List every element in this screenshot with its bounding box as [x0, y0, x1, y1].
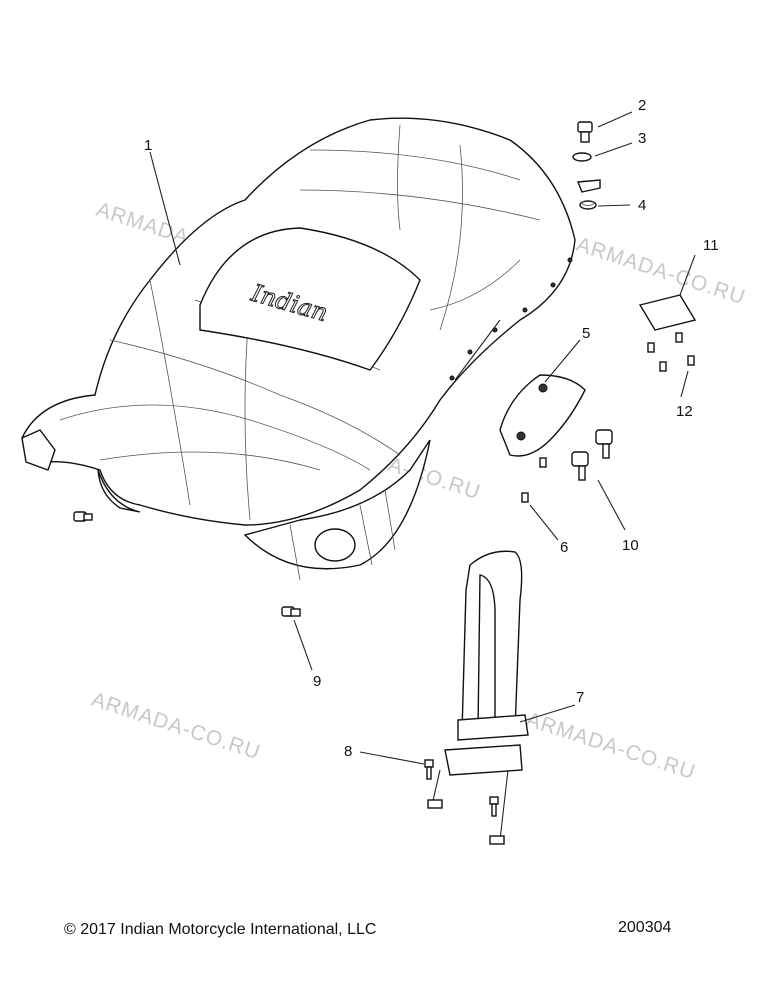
- callout-8: 8: [344, 743, 352, 760]
- part-2-bolt: [577, 121, 593, 143]
- callout-1: 1: [144, 137, 152, 154]
- seat: Indian: [21, 117, 601, 581]
- part-12-screws: [647, 332, 695, 372]
- callout-3: 3: [638, 130, 646, 147]
- seat-base-badge: [314, 528, 356, 562]
- part-11-plate: [638, 294, 697, 331]
- watermark-4: ARMADA-CO.RU: [88, 688, 263, 764]
- drawing-id: 200304: [618, 919, 672, 936]
- seat-front-tab: [577, 179, 601, 193]
- copyright-notice: © 2017 Indian Motorcycle International, …: [64, 921, 377, 938]
- callout-4: 4: [638, 197, 646, 214]
- part-10-knobs: [571, 429, 613, 481]
- callout-10: 10: [622, 537, 639, 554]
- callout-2: 2: [638, 97, 646, 114]
- callout-12: 12: [676, 403, 693, 420]
- part-9-bolt: [281, 606, 301, 617]
- part-7-backrest: [427, 550, 529, 845]
- callout-6: 6: [560, 539, 568, 556]
- callouts: 1 2 3 4 5 6 7 8 9 10 11 12: [144, 97, 719, 760]
- part-5-hole: [538, 383, 548, 393]
- seat-mount-bolt: [73, 511, 93, 522]
- part-6-screws: [521, 457, 547, 503]
- watermark-2: ARMADA-CO.RU: [573, 233, 748, 309]
- watermark-5: ARMADA-CO.RU: [523, 708, 698, 784]
- seat-logo-panel: [199, 227, 421, 371]
- seat-nose: [21, 429, 56, 471]
- part-8-bolts: [424, 759, 499, 817]
- callout-9: 9: [313, 673, 321, 690]
- part-3-washer: [572, 152, 592, 162]
- seat-front-lower: [97, 469, 141, 513]
- callout-7: 7: [576, 689, 584, 706]
- callout-5: 5: [582, 325, 590, 342]
- leader-lines: [149, 111, 696, 765]
- seat-base: [243, 439, 431, 570]
- part-4-nut: [579, 200, 597, 210]
- callout-11: 11: [703, 237, 719, 254]
